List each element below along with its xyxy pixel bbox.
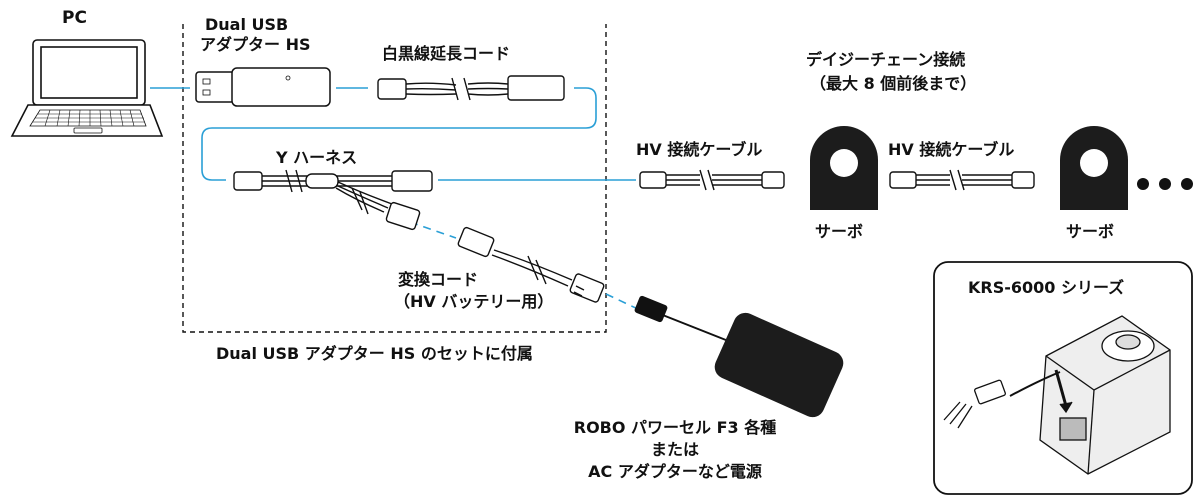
connection-lines <box>150 87 641 311</box>
power-source-label-line3: AC アダプターなど電源 <box>588 462 762 481</box>
hv-cable-1 <box>639 169 785 191</box>
ellipsis-icon <box>1137 178 1193 190</box>
krs-series-label: KRS-6000 シリーズ <box>968 278 1125 297</box>
y-harness-label: Y ハーネス <box>276 148 358 167</box>
included-region-border <box>182 24 607 333</box>
daisy-chain-label-line2: （最大 8 個前後まで） <box>810 74 977 93</box>
battery-icon <box>634 295 844 418</box>
servo-1-label: サーボ <box>815 222 864 241</box>
dual-usb-label-line2: アダプター HS <box>200 35 311 54</box>
daisy-chain-label-line1: デイジーチェーン接続 <box>806 50 966 69</box>
power-source-label-line1: ROBO パワーセル F3 各種 <box>573 418 777 437</box>
servo-2-label: サーボ <box>1066 222 1115 241</box>
conversion-cord <box>457 226 605 303</box>
krs-servo-illustration <box>943 315 1171 475</box>
hv-cable-1-label: HV 接続ケーブル <box>636 140 763 159</box>
conversion-cord-label-line1: 変換コード <box>398 270 479 289</box>
conversion-cord-label-line2: （HV バッテリー用） <box>394 292 554 311</box>
hv-cable-2 <box>889 169 1035 191</box>
power-source-label-line2: または <box>650 440 699 459</box>
included-with-set-label: Dual USB アダプター HS のセットに付属 <box>216 344 533 363</box>
hv-cable-2-label: HV 接続ケーブル <box>888 140 1015 159</box>
pc-label: PC <box>62 8 87 28</box>
extension-cord-label: 白黒線延長コード <box>382 44 511 63</box>
servo-icon <box>810 126 878 210</box>
dual-usb-label-line1: Dual USB <box>205 15 289 34</box>
y-harness <box>233 169 433 231</box>
servo-icon <box>1060 126 1128 210</box>
extension-cord <box>377 75 565 101</box>
laptop-icon <box>10 39 164 137</box>
usb-adapter-icon <box>195 67 331 107</box>
